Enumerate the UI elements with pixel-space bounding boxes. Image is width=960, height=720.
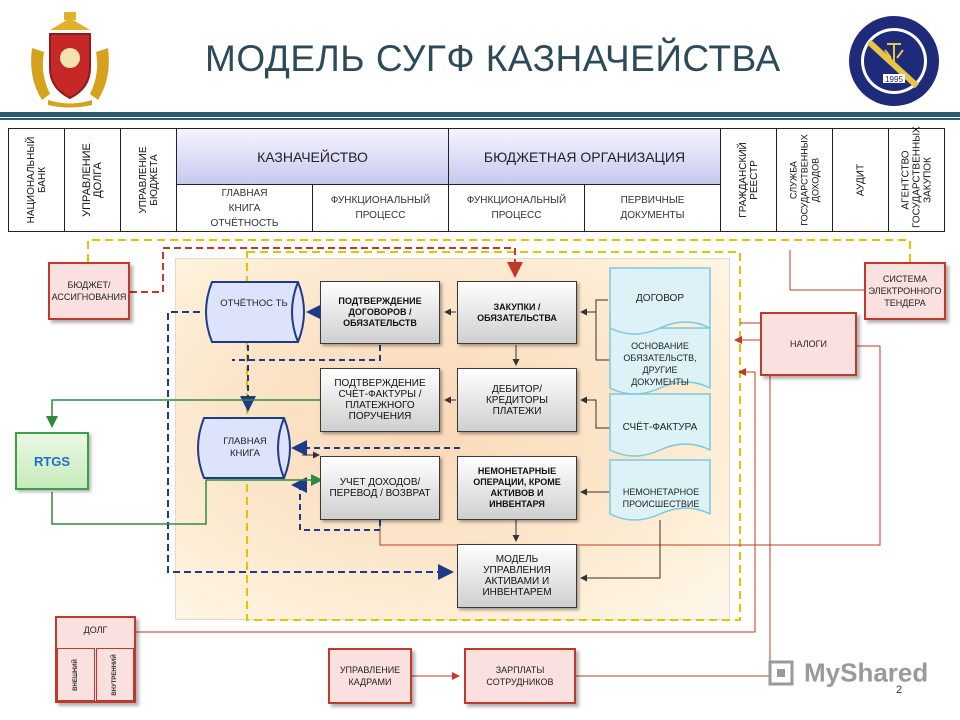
cell-budget-management: УПРАВЛЕНИЕ БЮДЖЕТА (120, 128, 177, 232)
documents-stack: ДОГОВОР ОСНОВАНИЕ ОБЯЗАТЕЛЬСТВ, ДРУГИЕ Д… (606, 262, 716, 530)
doc-invoice: СЧЁТ-ФАКТУРА (622, 422, 698, 433)
reporting-label: ОТЧЁТНОС ТЬ (220, 298, 288, 309)
watermark: MyShared (768, 656, 928, 689)
asset-model-box: МОДЕЛЬ УПРАВЛЕНИЯ АКТИВАМИ И ИНВЕНТАРЕМ (457, 544, 577, 608)
taxes-box: НАЛОГИ (760, 312, 857, 376)
header-rule-thin (0, 118, 960, 120)
doc-non-monetary-event: НЕМОНЕТАРНОЕ ПРОИСШЕСТВИЕ (622, 487, 700, 509)
seal-year: 1995 (885, 75, 903, 84)
watermark-logo-icon (768, 658, 798, 688)
rtgs-box: RTGS (15, 432, 89, 490)
doc-obligation-basis: ОСНОВАНИЕ ОБЯЗАТЕЛЬСТВ, ДРУГИЕ ДОКУМЕНТЫ (623, 341, 697, 387)
procurement-box: ЗАКУПКИ / ОБЯЗАТЕЛЬСТВА (457, 281, 577, 344)
confirm-contracts-box: ПОДТВЕРЖДЕНИЕ ДОГОВОРОВ / ОБЯЗАТЕЛЬСТВ (320, 281, 440, 344)
header-rule (0, 112, 960, 117)
org-sub-documents: ПЕРВИЧНЫЕ ДОКУМЕНТЫ (584, 184, 721, 232)
cell-civil-registry: ГРАЖДАНСКИЙ РЕЕСТР (720, 128, 777, 232)
revenue-box: УЧЕТ ДОХОДОВ/ ПЕРЕВОД / ВОЗВРАТ (320, 456, 440, 520)
budget-org-header: БЮДЖЕТНАЯ ОРГАНИЗАЦИЯ (448, 128, 721, 185)
reporting-cylinder: ОТЧЁТНОС ТЬ (198, 280, 318, 344)
hr-box: УПРАВЛЕНИЕ КАДРАМИ (328, 648, 412, 704)
debtor-box: ДЕБИТОР/ КРЕДИТОРЫ ПЛАТЕЖИ (457, 368, 577, 432)
treasury-seal-icon: 1995 (847, 14, 941, 108)
watermark-text: MyShared (804, 657, 929, 688)
debt-internal: ВНУТРЕННИЙ (96, 648, 134, 701)
ledger-label: ГЛАВНАЯ КНИГА (223, 436, 267, 459)
org-sub-process: ФУНКЦИОНАЛЬНЫЙ ПРОЦЕСС (448, 184, 585, 232)
salaries-box: ЗАРПЛАТЫ СОТРУДНИКОВ (464, 648, 576, 704)
debt-box: ДОЛГ ВНЕШНИЙ ВНУТРЕННИЙ (55, 616, 136, 703)
treasury-sub-ledger: ГЛАВНАЯ КНИГА ОТЧЁТНОСТЬ (176, 184, 313, 232)
budget-box: БЮДЖЕТ/ АССИГНОВАНИЯ (48, 262, 130, 320)
ledger-cylinder: ГЛАВНАЯ КНИГА (190, 416, 302, 480)
confirm-invoice-box: ПОДТВЕРЖДЕНИЕ СЧЁТ-ФАКТУРЫ /ПЛАТЕЖНОГО П… (320, 368, 440, 432)
page-title: МОДЕЛЬ СУГФ КАЗНАЧЕЙСТВА (205, 38, 781, 79)
cell-procurement-agency: АГЕНТСТВО ГОСУДАРСТВЕННЫХ ЗАКУПОК (888, 126, 945, 232)
debt-label: ДОЛГ (83, 625, 108, 635)
doc-contract: ДОГОВОР (636, 293, 684, 304)
debt-external: ВНЕШНИЙ (57, 648, 95, 701)
cell-revenue-service: СЛУЖБА ГОСУДАРСТВЕННЫХ ДОХОДОВ (776, 128, 833, 232)
non-monetary-box: НЕМОНЕТАРНЫЕ ОПЕРАЦИИ, КРОМЕ АКТИВОВ И И… (457, 456, 577, 520)
treasury-sub-process: ФУНКЦИОНАЛЬНЫЙ ПРОЦЕСС (312, 184, 449, 232)
page-number: 2 (896, 684, 903, 696)
cell-audit: АУДИТ (832, 128, 889, 232)
e-tender-box: СИСТЕМА ЭЛЕКТРОННОГО ТЕНДЕРА (864, 262, 946, 320)
coat-of-arms-icon (20, 8, 120, 108)
